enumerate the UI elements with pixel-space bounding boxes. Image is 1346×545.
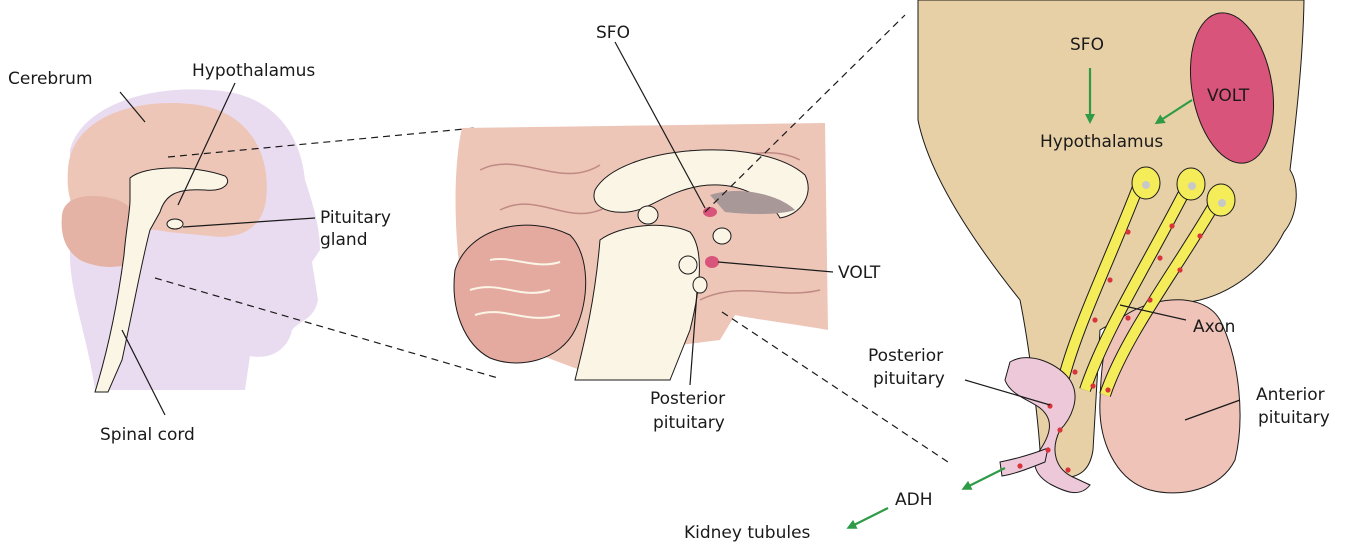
hypothalamus-label-left: Hypothalamus — [192, 61, 315, 81]
posterior-pituitary-label-mid-line2: pituitary — [653, 413, 725, 433]
pituitary-gland-label-line2: gland — [320, 230, 368, 250]
spinal-cord-label: Spinal cord — [100, 425, 195, 445]
posterior-pituitary-label-right-line2: pituitary — [873, 369, 945, 389]
axon-label: Axon — [1193, 317, 1235, 337]
optic-node — [679, 256, 697, 274]
adh-label: ADH — [895, 490, 933, 510]
sfo-label-mid: SFO — [596, 23, 630, 43]
posterior-pituitary-label-right-line1: Posterior — [868, 346, 943, 366]
anterior-pituitary-label-line2: pituitary — [1258, 408, 1330, 428]
sagittal-panel: SFO VOLT Posterior pituitary — [454, 23, 881, 433]
fornix-node — [638, 206, 658, 224]
volt-mid-shape — [705, 256, 719, 268]
kidney-tubules-label: Kidney tubules — [684, 523, 811, 543]
anterior-pituitary-label-line1: Anterior — [1256, 385, 1325, 405]
volt-label-mid: VOLT — [838, 263, 881, 283]
pituitary-mid-shape — [693, 277, 707, 293]
head-panel: Cerebrum Hypothalamus Pituitary gland Sp… — [8, 61, 391, 445]
volt-label-right: VOLT — [1207, 86, 1250, 106]
sfo-label-right: SFO — [1070, 35, 1104, 55]
posterior-pituitary-label-mid-line1: Posterior — [650, 389, 725, 409]
anterior-commissure — [713, 228, 731, 244]
pituitary-gland-label-line1: Pituitary — [320, 208, 391, 228]
cerebellum-mid — [454, 225, 586, 363]
adh-arrow — [965, 468, 1005, 488]
hypothalamus-label-right: Hypothalamus — [1040, 132, 1163, 152]
kidney-arrow — [850, 508, 888, 527]
cerebrum-label: Cerebrum — [8, 69, 93, 89]
pituitary-gland-shape — [167, 219, 183, 229]
